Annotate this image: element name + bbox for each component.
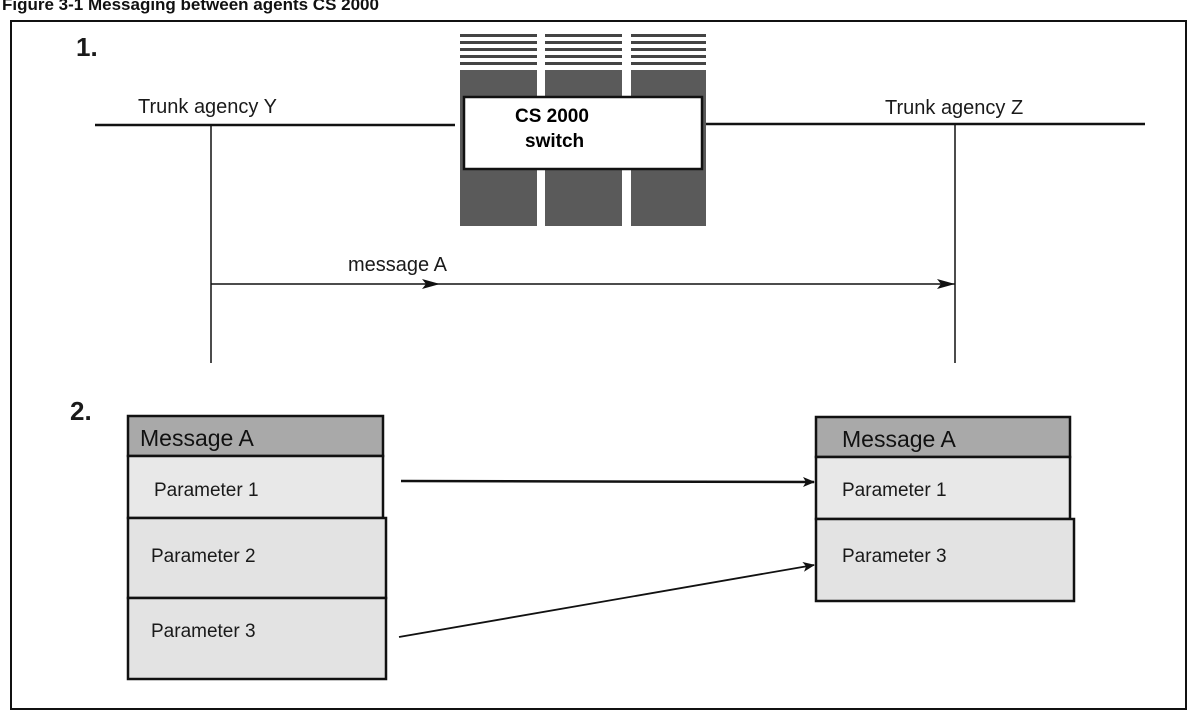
cs2000-switch-icon: CS 2000 switch — [460, 34, 706, 226]
figure-caption: Figure 3-1 Messaging between agents CS 2… — [2, 0, 379, 14]
left-message-table: Message A Parameter 1 Parameter 2 Parame… — [126, 414, 388, 681]
switch-label-box — [462, 95, 704, 171]
left-table-row-1: Parameter 1 — [154, 480, 259, 501]
trunk-agency-y-label: Trunk agency Y — [138, 96, 277, 118]
right-message-table: Message A Parameter 1 Parameter 3 — [814, 415, 1076, 603]
param-3-mapping-arrow — [398, 561, 815, 638]
left-table-row-1-cell — [126, 454, 385, 520]
left-table-row-2: Parameter 2 — [151, 546, 256, 567]
left-table-row-3: Parameter 3 — [151, 621, 256, 642]
left-table-row-2-cell — [126, 516, 388, 600]
right-table-row-2: Parameter 3 — [842, 546, 947, 567]
right-table-row-1-cell — [814, 455, 1072, 521]
right-table-header-cell — [814, 415, 1072, 459]
param-1-mapping-arrow — [400, 476, 815, 487]
switch-label-line-1: CS 2000 — [515, 106, 589, 127]
right-table-row-1: Parameter 1 — [842, 480, 947, 501]
switch-label-line-2: switch — [525, 131, 584, 152]
message-a-label: message A — [348, 254, 448, 276]
section-1-number: 1. — [76, 32, 98, 62]
right-table-row-2-cell — [814, 517, 1076, 603]
left-table-header: Message A — [140, 425, 254, 451]
left-table-row-3-cell — [126, 596, 388, 681]
trunk-agency-z-label: Trunk agency Z — [885, 97, 1023, 119]
left-table-header-cell — [126, 414, 385, 458]
right-table-header: Message A — [842, 426, 956, 452]
message-a-arrowhead-end — [937, 279, 955, 289]
message-a-arrowhead-mid — [422, 279, 440, 289]
section-2-number: 2. — [70, 396, 92, 426]
